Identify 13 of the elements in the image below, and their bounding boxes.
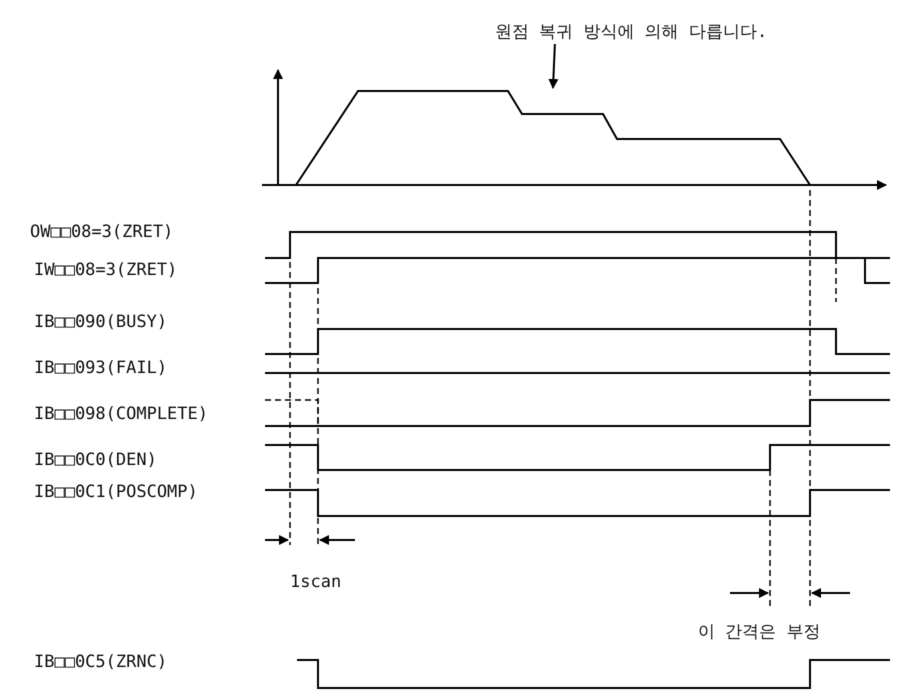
signal-name: IB□□093(FAIL) — [34, 358, 168, 378]
signal-name: IB□□090(BUSY) — [34, 312, 168, 332]
interval-label: 1scan — [290, 572, 342, 592]
signal-name: IB□□0C5(ZRNC) — [34, 652, 168, 672]
signal-name: IW□□08=3(ZRET) — [34, 260, 178, 280]
velocity-profile-line — [295, 90, 811, 186]
interval-label: 이 간격은 부정 — [698, 622, 820, 642]
note-text: 원점 복귀 방식에 의해 다릅니다. — [495, 22, 768, 42]
signal-name: IB□□0C0(DEN) — [34, 450, 157, 470]
leader-line — [548, 44, 558, 89]
signal-name: OW□□08=3(ZRET) — [30, 222, 174, 242]
signal-name: IB□□098(COMPLETE) — [34, 404, 208, 424]
signal-name: IB□□0C1(POSCOMP) — [34, 482, 198, 502]
